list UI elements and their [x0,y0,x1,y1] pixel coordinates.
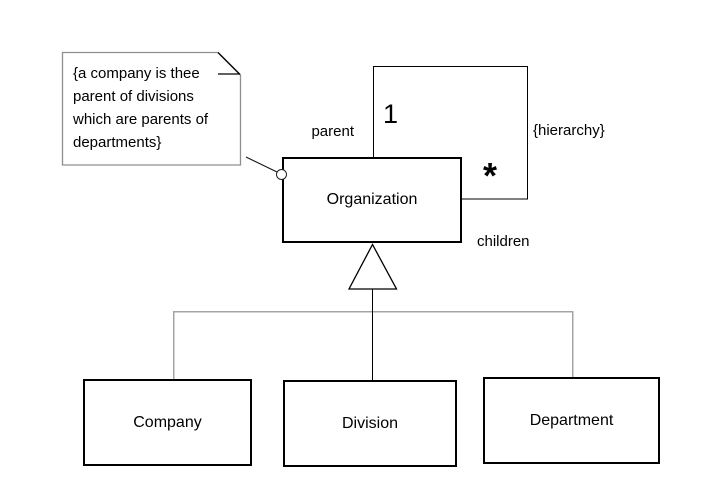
note-line: which are parents of [73,111,209,128]
constraint-hierarchy[interactable]: {hierarchy} [533,122,605,139]
generalization-arrowhead[interactable] [347,243,398,290]
class-department[interactable]: Department [483,377,660,464]
note-anchor-line [245,156,278,173]
role-label-children[interactable]: children [477,233,530,250]
note-line: parent of divisions [73,88,194,105]
multiplicity-children[interactable]: * [483,155,498,196]
note-anchor-circle [276,169,287,180]
note-shape[interactable] [61,51,242,166]
note-line: {a company is thee [73,65,200,82]
class-company-name: Company [133,413,202,431]
class-department-name: Department [529,411,614,429]
note[interactable]: {a company is thee parent of divisions w… [73,62,233,154]
class-division-name: Division [341,414,398,432]
role-label-parent[interactable]: parent [311,123,354,140]
note-line: departments} [73,134,162,151]
class-organization-name: Organization [326,191,418,208]
note-fold-icon [217,52,241,75]
class-organization[interactable]: Organization [282,157,462,243]
multiplicity-parent[interactable]: 1 [383,99,399,129]
class-company[interactable]: Company [83,379,252,466]
class-division[interactable]: Division [283,380,457,467]
